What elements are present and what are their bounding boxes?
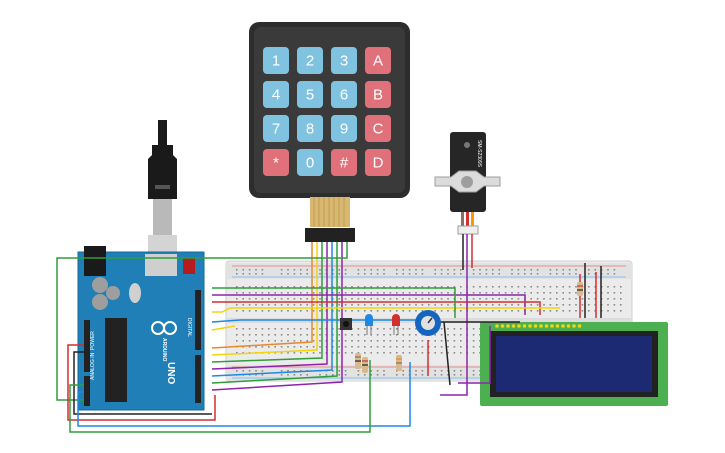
atmega-chip [105,318,127,402]
led-red [392,314,400,335]
keypad-key: 9 [331,115,357,142]
keypad-connector [305,228,355,242]
servo-model-label: SM-S2309S [476,140,482,168]
servo-motor: SM-S2309S [434,132,501,235]
keypad-key-label: B [373,87,383,104]
keypad-key-label: 3 [340,53,348,70]
resistors [355,282,583,373]
keypad-key: D [365,149,391,176]
keypad-key: 4 [263,81,289,108]
analog-header-label: ANALOG IN [90,352,96,380]
keypad-key: 5 [297,81,323,108]
keypad-key: 2 [297,47,323,74]
keypad-key-label: * [273,155,279,172]
keypad-key-label: 7 [272,121,280,138]
keypad-key: * [263,149,289,176]
keypad-key: 0 [297,149,323,176]
arduino-model: UNO [165,362,176,384]
keypad-key-label: 2 [306,53,314,70]
keypad-key-label: 9 [340,121,348,138]
keypad-key: 3 [331,47,357,74]
digital-header-label: DIGITAL [186,318,192,337]
keypad-key-label: 5 [306,87,314,104]
keypad-key-label: D [373,155,384,172]
keypad-key: C [365,115,391,142]
potentiometer [415,310,441,336]
keypad-key: 6 [331,81,357,108]
arduino-uno-board: ARDUINO UNO DIGITAL ANALOG IN POWER [77,246,205,411]
keypad-key: B [365,81,391,108]
wires [56,234,602,433]
keypad-key-label: # [340,155,349,172]
keypad-key: A [365,47,391,74]
keypad-key-label: 1 [272,53,280,70]
power-header-label: POWER [90,331,96,350]
keypad-key-label: 6 [340,87,348,104]
usb-cable [148,120,177,259]
lcd-screen [496,336,652,392]
keypad-key: 7 [263,115,289,142]
keypad-key: # [331,149,357,176]
keypad: 1 2 3 A 4 5 6 B 7 8 9 C * 0 # D [249,22,410,242]
arduino-brand: ARDUINO [161,338,167,361]
keypad-key-label: C [373,121,384,138]
led-blue [365,314,373,335]
keypad-key-label: 8 [306,121,314,138]
keypad-key-label: A [373,53,383,70]
lcd-16x2 [480,322,668,406]
keypad-key: 1 [263,47,289,74]
keypad-key: 8 [297,115,323,142]
pushbutton [340,318,352,330]
keypad-key-label: 0 [306,155,314,172]
keypad-key-label: 4 [272,87,280,104]
